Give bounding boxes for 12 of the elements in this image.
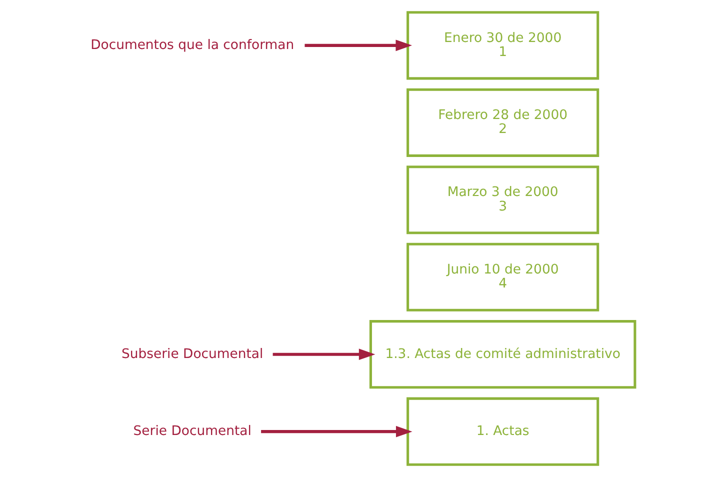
node-box: Enero 30 de 2000 1	[406, 11, 600, 80]
arrow	[261, 426, 412, 438]
node-box: Febrero 28 de 2000 2	[406, 88, 600, 157]
node-box: Junio 10 de 2000 4	[406, 242, 600, 312]
arrow	[272, 348, 376, 360]
arrow	[304, 40, 412, 52]
node-box: 1. Actas	[406, 397, 600, 466]
node-text: Documentos que la conforman	[90, 38, 294, 53]
node-text: Serie Documental	[133, 424, 252, 440]
node-box: 1.3. Actas de comité administrativo	[369, 320, 636, 389]
node-text: Subserie Documental	[122, 346, 264, 362]
node-box: Marzo 3 de 2000 3	[406, 166, 600, 234]
